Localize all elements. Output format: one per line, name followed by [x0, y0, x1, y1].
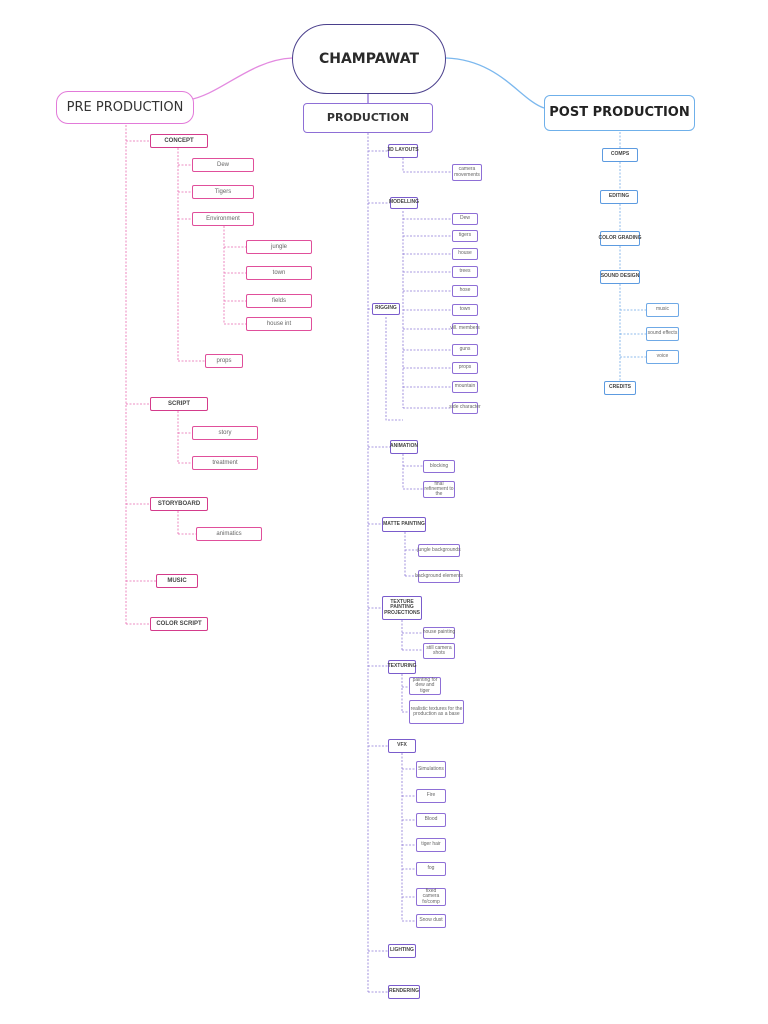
pre-production-heading: PRE PRODUCTION	[56, 91, 194, 124]
sound-effects-node: sound effects	[646, 327, 679, 341]
concept-tigers-node: Tigers	[192, 185, 254, 199]
matte-jungle-node: jungle backgrounds	[417, 544, 461, 557]
texture-projections-node: TEXTURE PAINTING PROJECTIONS	[382, 596, 422, 620]
script-node: SCRIPT	[150, 397, 208, 411]
modelling-item: vill. members	[450, 323, 480, 335]
credits-node: CREDITS	[604, 381, 636, 395]
script-treatment-node: treatment	[192, 456, 258, 470]
concept-props-node: props	[205, 354, 243, 368]
storyboard-animatics-node: animatics	[196, 527, 262, 541]
root-node: CHAMPAWAT	[292, 24, 446, 94]
concept-node: CONCEPT	[150, 134, 208, 148]
texturing-realistic-node: realistic textures for the production as…	[409, 700, 464, 724]
matte-painting-node: MATTE PAINTING	[382, 517, 426, 532]
modelling-item: side character	[449, 402, 481, 414]
modelling-item: props	[452, 362, 478, 374]
sound-voice-node: voice	[646, 350, 679, 364]
environment-fields-node: fields	[246, 294, 312, 308]
texture-house-node: house painting	[423, 627, 455, 639]
vfx-item: Simulations	[416, 761, 446, 778]
environment-house-node: house int	[246, 317, 312, 331]
camera-movements-node: camera movements	[452, 164, 482, 181]
environment-jungle-node: jungle	[246, 240, 312, 254]
sound-design-node: SOUND DESIGN	[600, 270, 640, 284]
animation-final-node: final refinement to the	[423, 480, 455, 498]
script-story-node: story	[192, 426, 258, 440]
modelling-item: tigers	[452, 230, 478, 242]
color-grading-node: COLOR GRADING	[598, 231, 642, 246]
vfx-item: Snow dust	[416, 914, 446, 928]
environment-town-node: town	[246, 266, 312, 280]
concept-dew-node: Dew	[192, 158, 254, 172]
modelling-item: Dew	[452, 213, 478, 225]
modelling-item: mountain	[452, 381, 478, 393]
vfx-item: fixed camera fx/comp	[416, 888, 446, 906]
vfx-item: tiger hair	[416, 838, 446, 852]
texture-stills-node: still camera shots	[423, 643, 455, 659]
vfx-node: VFX	[388, 739, 416, 753]
production-heading: PRODUCTION	[303, 103, 433, 133]
sound-music-node: music	[646, 303, 679, 317]
modelling-item: house	[452, 248, 478, 260]
matte-bg-elements-node: background elements	[415, 570, 463, 583]
rendering-node: RENDERING	[388, 985, 420, 999]
animation-blocking-node: blocking	[423, 460, 455, 473]
modelling-item: trees	[452, 266, 478, 278]
texturing-node: TEXTURING	[388, 660, 416, 674]
vfx-item: fog	[416, 862, 446, 876]
concept-environment-node: Environment	[192, 212, 254, 226]
comps-node: COMPS	[602, 148, 638, 162]
modelling-node: MODELLING	[389, 197, 419, 209]
3d-layouts-node: 3D LAYOUTS	[387, 144, 419, 158]
lighting-node: LIGHTING	[388, 944, 416, 958]
vfx-item: Fire	[416, 789, 446, 803]
editing-node: EDITING	[600, 190, 638, 204]
rigging-node: RIGGING	[372, 303, 400, 315]
color-script-node: COLOR SCRIPT	[150, 617, 208, 631]
animation-node: ANIMATION	[390, 440, 418, 454]
vfx-item: Blood	[416, 813, 446, 827]
modelling-item: hose	[452, 285, 478, 297]
post-production-heading: POST PRODUCTION	[544, 95, 695, 131]
texturing-painting-node: painting for dew and tiger	[409, 677, 441, 695]
music-node: MUSIC	[156, 574, 198, 588]
modelling-item: town	[452, 304, 478, 316]
modelling-item: guns	[452, 344, 478, 356]
storyboard-node: STORYBOARD	[150, 497, 208, 511]
